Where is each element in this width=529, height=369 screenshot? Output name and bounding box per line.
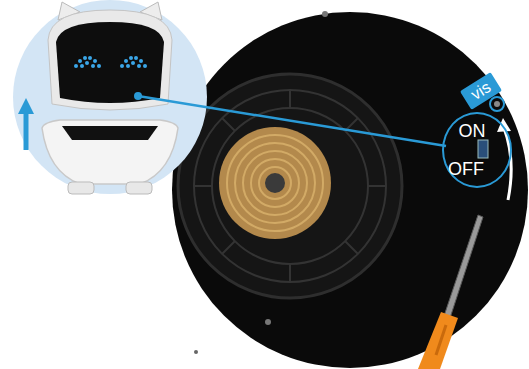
leader-dot: [134, 92, 142, 100]
switch-label: ON: [459, 122, 486, 140]
screw-hole: [322, 11, 328, 17]
callout-circle: [13, 0, 207, 194]
screw-hole: [194, 350, 198, 354]
screw-hole: [265, 319, 271, 325]
robot-foot: [126, 182, 152, 194]
coil: [219, 127, 331, 239]
robot-body: [42, 120, 178, 184]
base-disc: [172, 12, 528, 368]
coil-center: [265, 173, 285, 193]
robot-foot: [68, 182, 94, 194]
screwdriver-shaft: [444, 215, 483, 318]
switch-callout: ON OFF: [442, 112, 512, 188]
robot-head: [48, 10, 172, 110]
screw: [494, 101, 500, 107]
switch-label: OFF: [448, 160, 484, 178]
screwdriver-handle: [418, 312, 458, 369]
robot-body-top: [62, 126, 158, 140]
switch-arrow-head: [497, 118, 511, 132]
robot-eyes: [74, 56, 147, 68]
screwdriver-grip: [436, 325, 446, 355]
coil-turns: [227, 135, 323, 231]
screw-marker: [490, 97, 504, 111]
lift-arrow-head: [18, 98, 34, 114]
rib-ring: [194, 90, 386, 282]
leader-line: [138, 96, 446, 146]
switch-slider: [478, 140, 488, 158]
lift-arrow: [24, 112, 29, 150]
robot-visor: [56, 22, 164, 103]
